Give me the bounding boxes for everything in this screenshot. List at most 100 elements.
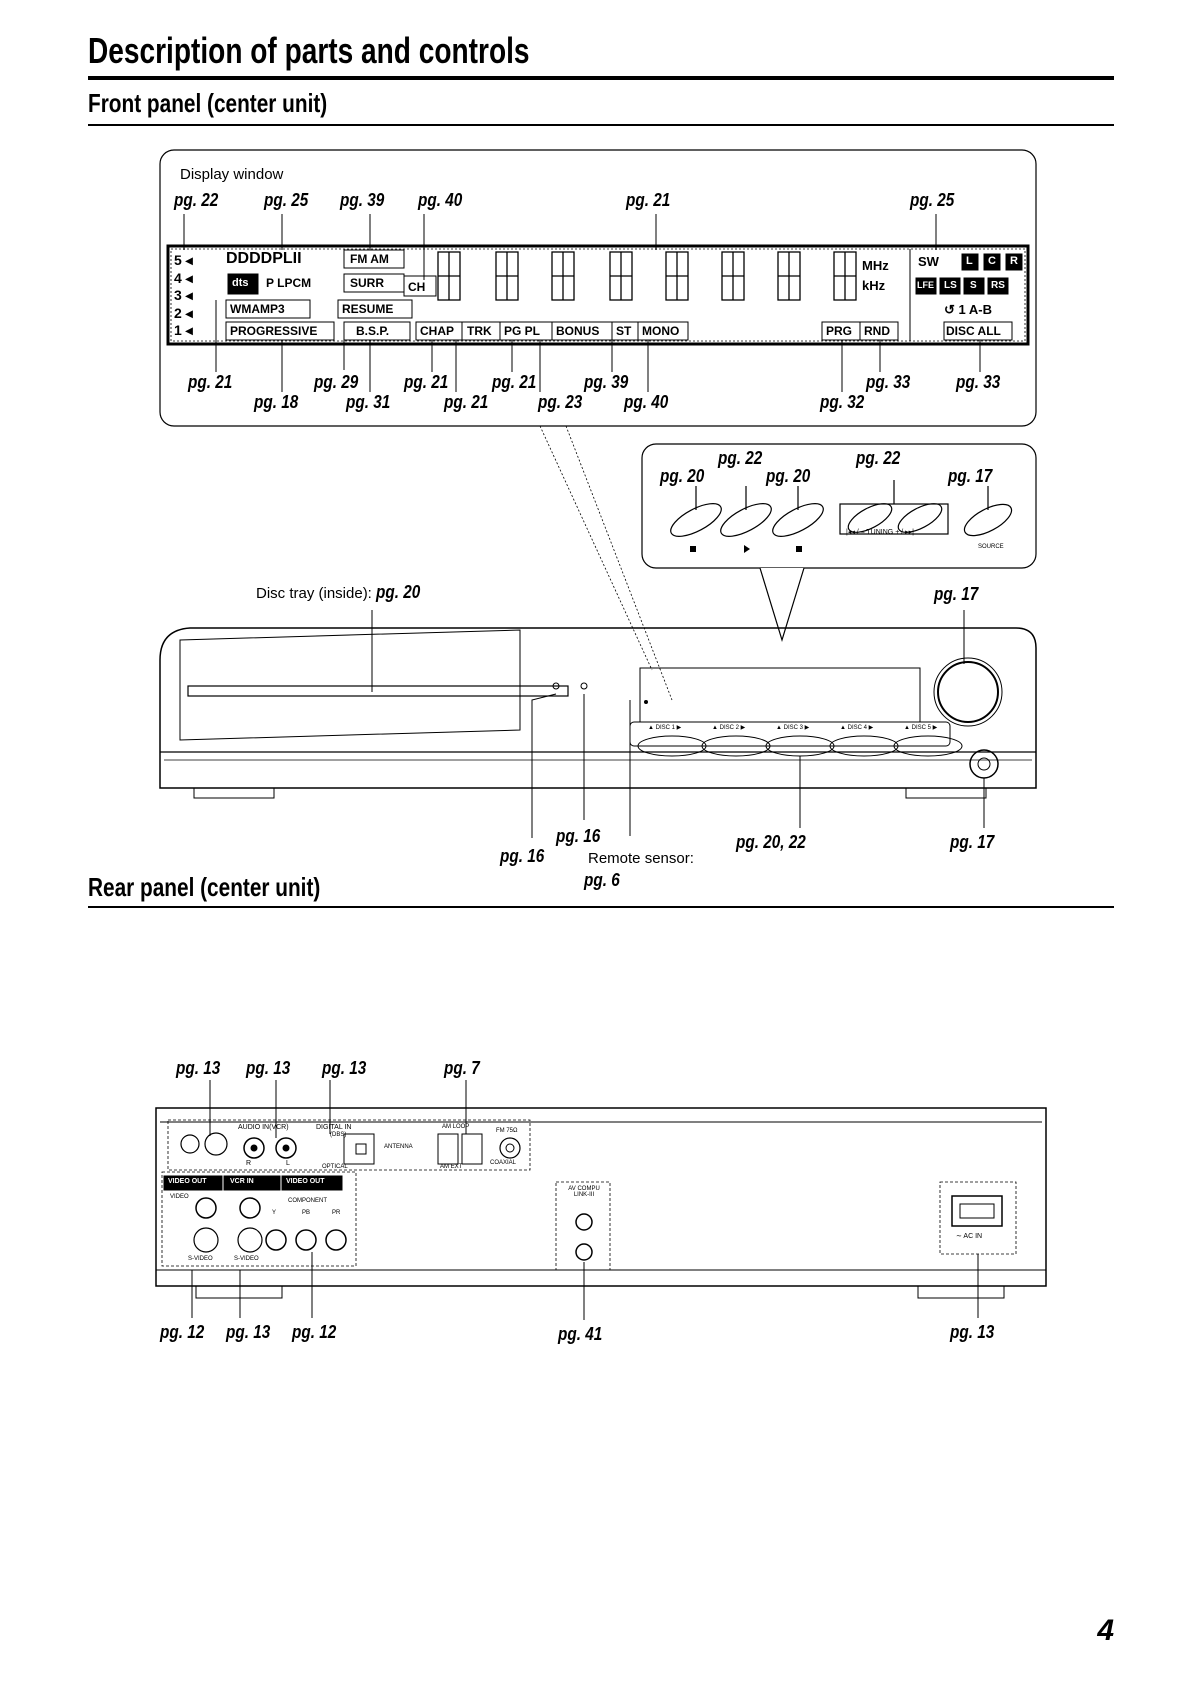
channel-indicators: 5 ◂ 4 ◂ 3 ◂ 2 ◂ 1 ◂ — [174, 252, 193, 340]
am-loop-label: AM LOOP — [442, 1124, 470, 1130]
chap-indicator: CHAP — [420, 324, 455, 338]
component-label: COMPONENT — [288, 1198, 327, 1204]
ref-source: pg. 17 — [948, 466, 993, 486]
component-pb-label: PB — [302, 1210, 311, 1216]
ac-in-label: ∼ AC IN — [956, 1233, 983, 1240]
ref-display-bottom-4: pg. 21 — [492, 372, 537, 392]
ref-rear-vcr-in: pg. 13 — [226, 1322, 271, 1342]
ref-display-bottom-10: pg. 21 — [444, 392, 489, 412]
bonus-indicator: BONUS — [556, 324, 600, 338]
video-out-label: VIDEO OUT — [168, 1178, 207, 1185]
wmamp3-indicator: WMAMP3 — [230, 302, 285, 316]
controls-callout-box — [641, 443, 1037, 569]
ref-power-indicator: pg. 16 — [556, 826, 601, 846]
mhz-indicator: MHz — [862, 258, 889, 273]
ref-display-bottom-13: pg. 32 — [820, 392, 865, 412]
ref-display-top-2: pg. 25 — [264, 190, 309, 210]
trk-indicator: TRK — [467, 324, 492, 338]
mono-indicator: MONO — [642, 324, 680, 338]
ref-tuning: pg. 22 — [856, 448, 901, 468]
disc-1-button[interactable]: ▲ DISC 1 ▶ — [648, 725, 682, 731]
component-pr-label: PR — [332, 1210, 341, 1216]
rs-indicator: RS — [991, 280, 1005, 291]
svideo-out-label: S-VIDEO — [188, 1256, 213, 1262]
lfe-indicator: LFE — [917, 280, 934, 290]
page-title: Description of parts and controls — [88, 30, 530, 71]
title-rule — [88, 76, 1114, 80]
disc-3-button[interactable]: ▲ DISC 3 ▶ — [776, 725, 810, 731]
s-indicator: S — [970, 280, 977, 291]
dolby-indicator: DDDDPLII — [226, 250, 302, 267]
ref-display-top-3: pg. 39 — [340, 190, 385, 210]
ref-display-bottom-2: pg. 29 — [314, 372, 359, 392]
audio-l-label: L — [286, 1160, 290, 1167]
bsp-indicator: B.S.P. — [356, 324, 390, 338]
optical-label: OPTICAL — [322, 1164, 348, 1170]
ref-stop: pg. 20 — [660, 466, 705, 486]
front-panel-heading: Front panel (center unit) — [88, 88, 328, 118]
sw-indicator: SW — [918, 254, 939, 269]
display-window-label: Display window — [180, 166, 284, 183]
pgpl-indicator: PG PL — [504, 324, 541, 338]
tuning-label: |◂◂ / – TUNING + / ▸▸| — [846, 529, 914, 536]
channel-3-indicator: 3 ◂ — [174, 287, 193, 304]
l-indicator: L — [966, 255, 973, 267]
dts-indicator: dts — [232, 277, 249, 289]
fm-am-indicator: FM AM — [350, 252, 389, 266]
repeat-ab-indicator: ↺ 1 A-B — [944, 302, 992, 317]
ref-display-top-1: pg. 22 — [174, 190, 219, 210]
prg-indicator: PRG — [826, 324, 853, 338]
ref-disc-buttons: pg. 20, 22 — [736, 832, 806, 852]
channel-2-indicator: 2 ◂ — [174, 304, 193, 321]
source-label: SOURCE — [978, 544, 1004, 550]
ref-display-top-4: pg. 40 — [418, 190, 463, 210]
disc-4-button[interactable]: ▲ DISC 4 ▶ — [840, 725, 874, 731]
ref-display-top-5: pg. 21 — [626, 190, 671, 210]
dbs-label: (DBS) — [330, 1132, 347, 1138]
ref-remote-sensor: pg. 6 — [584, 870, 620, 890]
ref-rear-ac-in: pg. 13 — [950, 1322, 995, 1342]
ref-pause: pg. 20 — [766, 466, 811, 486]
am-ext-label: AM EXT — [440, 1164, 463, 1170]
ls-indicator: LS — [944, 280, 957, 291]
av-compu-link-label: AV COMPU LINK-III — [568, 1186, 600, 1198]
c-indicator: C — [988, 255, 996, 267]
rear-heading-rule — [88, 906, 1114, 908]
ref-display-bottom-6: pg. 33 — [866, 372, 911, 392]
disc-5-button[interactable]: ▲ DISC 5 ▶ — [904, 725, 938, 731]
ref-phones: pg. 17 — [950, 832, 995, 852]
remote-sensor-label: Remote sensor: — [588, 850, 694, 867]
rnd-indicator: RND — [864, 324, 890, 338]
ref-display-bottom-12: pg. 40 — [624, 392, 669, 412]
ref-standby: pg. 16 — [500, 846, 545, 866]
ref-rear-svideo: pg. 13 — [176, 1058, 221, 1078]
surr-indicator: SURR — [350, 276, 385, 290]
rear-panel-heading: Rear panel (center unit) — [88, 872, 321, 902]
antenna-label: ANTENNA — [384, 1144, 413, 1150]
lpcm-indicator: P LPCM — [266, 276, 312, 290]
display-callout-box — [159, 149, 1037, 427]
disc-2-button[interactable]: ▲ DISC 2 ▶ — [712, 725, 746, 731]
ch-indicator: CH — [408, 280, 426, 294]
ref-display-bottom-11: pg. 23 — [538, 392, 583, 412]
channel-1-indicator: 1 ◂ — [174, 322, 193, 339]
ref-rear-digital-in: pg. 13 — [322, 1058, 367, 1078]
channel-5-indicator: 5 ◂ — [174, 252, 193, 268]
ref-display-bottom-1: pg. 21 — [188, 372, 233, 392]
video-out-2-label: VIDEO OUT — [286, 1178, 325, 1185]
svideo-in-label: S-VIDEO — [234, 1256, 259, 1262]
ref-rear-av-compu-link: pg. 41 — [558, 1324, 603, 1344]
ref-display-bottom-9: pg. 31 — [346, 392, 391, 412]
fm-label: FM 75Ω — [496, 1128, 518, 1134]
front-heading-rule — [88, 124, 1114, 126]
page-number: 4 — [1097, 1614, 1114, 1647]
lcd-panel — [166, 244, 1030, 346]
disc-all-indicator: DISC ALL — [946, 324, 1001, 338]
repeat-icon: ↺ — [944, 302, 955, 317]
ref-volume: pg. 17 — [934, 584, 979, 604]
digital-in-label: DIGITAL IN — [316, 1124, 352, 1131]
channel-4-indicator: 4 ◂ — [174, 269, 193, 286]
audio-in-label: AUDIO IN(VCR) — [238, 1124, 289, 1131]
